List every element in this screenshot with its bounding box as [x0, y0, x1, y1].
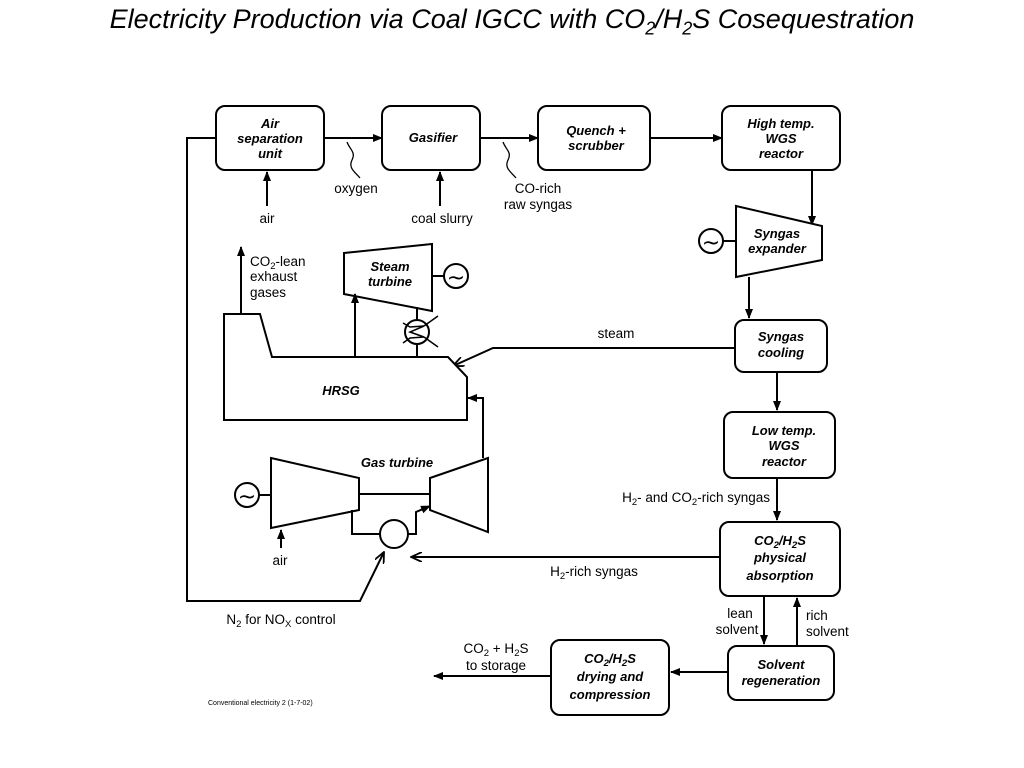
- rich-solvent-label: rich solvent: [806, 608, 849, 639]
- svg-text:regeneration: regeneration: [742, 673, 821, 688]
- svg-text:Quench +: Quench +: [566, 123, 626, 138]
- quench-scrubber-box: Quench + scrubber: [537, 105, 651, 171]
- syngas-callout-squiggle: [502, 141, 517, 179]
- drying-compression-box: CO2/H2S drying and compression: [550, 639, 670, 716]
- diagram-title: Electricity Production via Coal IGCC wit…: [109, 4, 915, 39]
- svg-text:compression: compression: [570, 687, 651, 702]
- svg-text:CO2/H2S: CO2/H2S: [584, 651, 636, 669]
- footer-note: Conventional electricity 2 (1-7-02): [208, 700, 313, 707]
- svg-text:Syngas: Syngas: [754, 226, 800, 241]
- svg-text:solvent: solvent: [716, 622, 759, 637]
- oxygen-callout-squiggle: [346, 141, 361, 179]
- svg-text:unit: unit: [258, 146, 282, 161]
- low-temp-wgs-reactor-box: Low temp. WGS reactor: [723, 411, 836, 479]
- h2-co2-rich-syngas-label: H2- and CO2-rich syngas: [622, 490, 770, 508]
- svg-text:Syngas: Syngas: [758, 329, 804, 344]
- svg-text:CO2 + H2S: CO2 + H2S: [464, 641, 529, 659]
- svg-text:CO2/H2S: CO2/H2S: [754, 533, 806, 551]
- svg-text:physical: physical: [753, 550, 806, 565]
- oxygen-label: oxygen: [334, 181, 378, 196]
- steam-turbine-generator-icon: ~: [443, 263, 469, 291]
- gas-turbine-compressor: [270, 456, 360, 530]
- svg-text:reactor: reactor: [762, 454, 807, 469]
- air-input-label: air: [259, 211, 275, 226]
- svg-text:High temp.: High temp.: [747, 116, 814, 131]
- svg-text:Solvent: Solvent: [758, 657, 806, 672]
- svg-text:lean: lean: [727, 606, 753, 621]
- gas-turbine-generator-icon: ~: [234, 482, 260, 510]
- solvent-regeneration-box: Solvent regeneration: [727, 645, 835, 701]
- high-temp-wgs-reactor-box: High temp. WGS reactor: [721, 105, 841, 171]
- co2-h2s-to-storage-label: CO2 + H2S to storage: [464, 641, 529, 673]
- svg-text:exhaust: exhaust: [250, 269, 298, 284]
- steam-arrow: [453, 347, 735, 366]
- svg-text:Low temp.: Low temp.: [752, 423, 816, 438]
- svg-text:WGS: WGS: [768, 438, 799, 453]
- svg-text:drying and: drying and: [577, 669, 645, 684]
- svg-text:HRSG: HRSG: [322, 383, 360, 398]
- svg-text:raw syngas: raw syngas: [504, 197, 573, 212]
- combustor-to-turbine-arrow: [408, 505, 431, 535]
- gas-turbine-label: Gas turbine: [361, 455, 433, 470]
- svg-text:CO2-lean: CO2-lean: [250, 254, 306, 272]
- svg-text:solvent: solvent: [806, 624, 849, 639]
- turbine-to-hrsg-arrow: [467, 394, 484, 458]
- svg-text:Air: Air: [260, 116, 280, 131]
- lean-solvent-label: lean solvent: [716, 606, 759, 637]
- compressor-to-combustor-line: [351, 510, 380, 535]
- combustor: [379, 519, 409, 549]
- svg-text:~: ~: [702, 231, 720, 256]
- steam-turbine: Steam turbine: [343, 242, 433, 313]
- svg-text:CO-rich: CO-rich: [515, 181, 562, 196]
- svg-text:gases: gases: [250, 285, 286, 300]
- svg-text:expander: expander: [748, 241, 807, 256]
- svg-text:Steam: Steam: [370, 259, 409, 274]
- svg-text:Gasifier: Gasifier: [409, 130, 458, 145]
- svg-text:reactor: reactor: [759, 146, 804, 161]
- co2-lean-exhaust-label: CO2-lean exhaust gases: [250, 254, 306, 300]
- svg-text:~: ~: [447, 266, 465, 291]
- n2-nox-control-label: N2 for NOX control: [226, 612, 335, 630]
- svg-text:to storage: to storage: [466, 658, 526, 673]
- syngas-cooling-box: Syngas cooling: [734, 319, 828, 373]
- hrsg-unit: HRSG: [223, 313, 468, 421]
- air-compressor-label: air: [272, 553, 288, 568]
- gasifier-box: Gasifier: [381, 105, 481, 171]
- gas-turbine-expander: [429, 456, 489, 534]
- svg-text:absorption: absorption: [746, 568, 813, 583]
- n2-return-line: [186, 137, 384, 602]
- expander-generator-icon: ~: [698, 228, 724, 256]
- air-separation-unit-box: Air separation unit: [215, 105, 325, 171]
- coal-slurry-label: coal slurry: [411, 211, 473, 226]
- h2-rich-syngas-label: H2-rich syngas: [550, 564, 638, 582]
- condenser-icon: [402, 315, 439, 348]
- svg-text:scrubber: scrubber: [568, 138, 625, 153]
- svg-text:rich: rich: [806, 608, 828, 623]
- svg-text:WGS: WGS: [765, 131, 796, 146]
- syngas-expander: Syngas expander: [735, 204, 823, 279]
- svg-text:separation: separation: [237, 131, 303, 146]
- svg-text:cooling: cooling: [758, 345, 804, 360]
- svg-text:turbine: turbine: [368, 274, 412, 289]
- physical-absorption-box: CO2/H2S physical absorption: [719, 521, 841, 597]
- svg-text:~: ~: [238, 485, 256, 510]
- co-rich-raw-syngas-label: CO-rich raw syngas: [504, 181, 573, 212]
- steam-label: steam: [598, 326, 635, 341]
